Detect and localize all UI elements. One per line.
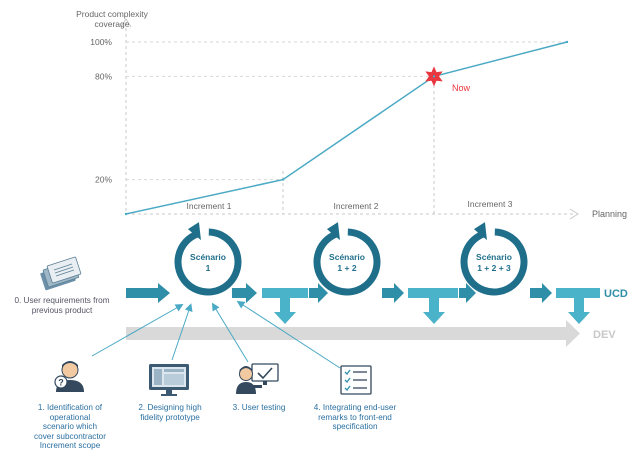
ucd-t-arrow-2	[408, 288, 458, 324]
dev-label: DEV	[593, 329, 616, 341]
dev-bar	[126, 327, 566, 340]
user-testing-icon	[236, 363, 279, 394]
scenario-number: 1 + 2	[337, 263, 356, 273]
scenario-title: Scénario	[329, 252, 365, 262]
gridlines	[126, 41, 567, 181]
now-label: Now	[452, 83, 471, 93]
checklist-icon	[340, 365, 372, 395]
scenario-title: Scénario	[476, 252, 512, 262]
chart: Product complexity coverage Planning 100…	[76, 9, 627, 220]
monitor-prototype-icon	[149, 364, 189, 396]
y-axis-label-line2: coverage	[95, 19, 130, 29]
increment-label-2: Increment 2	[334, 201, 379, 211]
increment-label-1: Increment 1	[187, 201, 232, 211]
x-axis-arrow	[569, 208, 579, 220]
y-axis-arrow	[120, 18, 132, 28]
dev-track: DEV	[126, 320, 616, 347]
coverage-point	[565, 40, 569, 44]
ucd-t-arrow-3	[556, 288, 600, 324]
cycle-arrowhead	[473, 222, 487, 241]
scenario-number: 1	[206, 263, 211, 273]
step-4-label: 4. Integrating end-user remarks to front…	[313, 403, 397, 432]
cycle-ring	[174, 228, 242, 296]
step-2-label: 2. Designing high fidelity prototype	[138, 403, 202, 422]
increment-label-3: Increment 3	[468, 199, 513, 209]
y-tick-label: 20%	[95, 175, 112, 185]
step-connectors	[91, 300, 341, 369]
user-question-icon: ?	[54, 361, 84, 392]
step-0-label: 0. User requirements from previous produ…	[14, 296, 110, 315]
scenario-number: 1 + 2 + 3	[477, 263, 511, 273]
coverage-point	[124, 212, 128, 216]
cycle-arrowhead	[326, 222, 340, 241]
ucd-track: UCD	[126, 283, 628, 324]
scenario-title: Scénario	[190, 252, 226, 262]
cycle-arrowhead	[187, 222, 201, 241]
ucd-arrow-s1-out	[232, 283, 257, 303]
step-1-label: 1. Identification of operational scenari…	[34, 403, 106, 451]
connector-step4	[236, 300, 341, 369]
coverage-line	[125, 41, 568, 215]
ucd-arrow-s3-in	[459, 283, 476, 303]
ucd-label: UCD	[604, 288, 628, 300]
connector-step3	[211, 302, 249, 363]
cycle-ring	[313, 228, 381, 296]
step-3-label: 3. User testing	[232, 403, 286, 412]
dev-arrowhead	[566, 320, 580, 347]
svg-text:?: ?	[58, 378, 64, 388]
y-axis-label-line1: Product complexity	[76, 9, 149, 19]
ucd-arrow-s3-out	[530, 283, 552, 303]
x-axis-label: Planning	[592, 209, 627, 219]
connector-step2	[171, 303, 193, 361]
coverage-point	[281, 178, 285, 181]
ucd-arrow-s2-in	[309, 283, 328, 303]
y-ticks: 100% 80% 20%	[90, 37, 112, 185]
y-tick-label: 80%	[95, 71, 112, 81]
connector-step1	[91, 304, 184, 357]
ucd-t-arrow-1	[262, 288, 308, 324]
documents-icon	[40, 256, 82, 291]
ucd-arrow-s2-out	[382, 283, 404, 303]
cycle-ring	[460, 228, 528, 296]
coverage-point	[432, 75, 436, 78]
ucd-arrow-start	[126, 283, 170, 303]
y-tick-label: 100%	[90, 37, 112, 47]
